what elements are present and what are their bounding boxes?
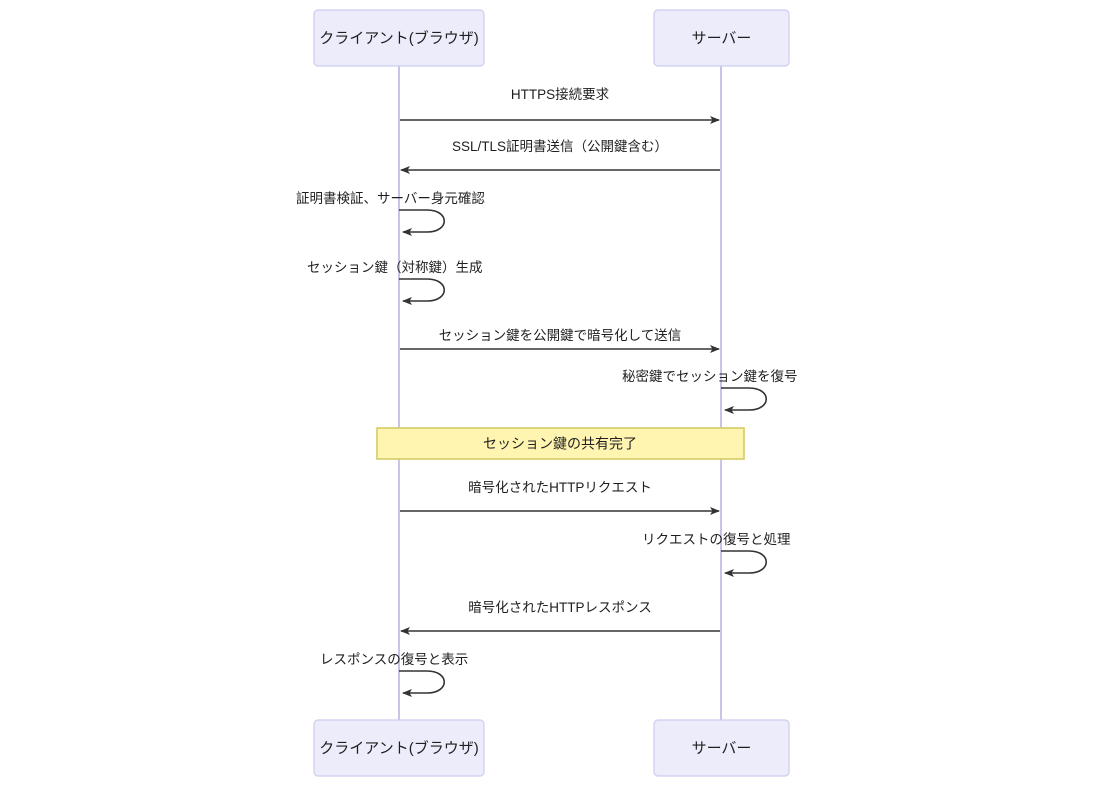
actor-box-server-bottom[interactable]: サーバー (653, 719, 790, 777)
messages-group: HTTPS接続要求 SSL/TLS証明書送信（公開鍵含む） 証明書検証、サーバー身元… (296, 86, 798, 697)
message-self-loop-path (721, 550, 767, 577)
message-self-loop-path (399, 209, 445, 236)
actor-label-server: サーバー (692, 740, 752, 757)
lifelines-group (398, 66, 722, 720)
message-label: SSL/TLS証明書送信（公開鍵含む） (452, 139, 668, 154)
actor-box-client-bottom[interactable]: クライアント(ブラウザ) (313, 719, 485, 777)
actor-label-client: クライアント(ブラウザ) (319, 29, 478, 47)
actor-box-rect (653, 719, 790, 777)
message-5-arrow[interactable]: セッション鍵を公開鍵で暗号化して送信 (400, 328, 720, 353)
notes-group: セッション鍵の共有完了 (376, 427, 745, 460)
note-label: セッション鍵の共有完了 (483, 436, 637, 452)
message-3-self-loop[interactable]: 証明書検証、サーバー身元確認 (296, 191, 485, 236)
message-10-self-loop[interactable]: レスポンスの復号と表示 (320, 651, 468, 697)
note-rect (376, 427, 745, 460)
actor-box-rect (313, 719, 485, 777)
message-2-arrow[interactable]: SSL/TLS証明書送信（公開鍵含む） (400, 139, 720, 174)
actor-box-rect (653, 9, 790, 67)
message-label: 暗号化されたHTTPレスポンス (468, 600, 651, 615)
message-label: レスポンスの復号と表示 (320, 651, 468, 667)
message-7-arrow[interactable]: 暗号化されたHTTPリクエスト (400, 480, 720, 515)
message-self-loop-path (399, 278, 445, 305)
message-6-self-loop[interactable]: 秘密鍵でセッション鍵を復号 (622, 368, 798, 414)
message-label: セッション鍵を公開鍵で暗号化して送信 (439, 328, 682, 343)
message-self-loop-path (721, 387, 767, 414)
message-4-self-loop[interactable]: セッション鍵（対称鍵）生成 (307, 260, 483, 305)
message-9-arrow[interactable]: 暗号化されたHTTPレスポンス (400, 600, 720, 635)
actor-box-server-top[interactable]: サーバー (653, 9, 790, 67)
actor-label-server: サーバー (692, 30, 752, 47)
actor-box-client-top[interactable]: クライアント(ブラウザ) (313, 9, 485, 67)
message-label: 暗号化されたHTTPリクエスト (468, 480, 652, 495)
message-label: HTTPS接続要求 (511, 86, 610, 102)
message-label: リクエストの復号と処理 (642, 531, 791, 547)
actor-label-client: クライアント(ブラウザ) (319, 739, 478, 757)
actor-box-rect (313, 9, 485, 67)
message-self-loop-path (399, 670, 445, 697)
message-label: セッション鍵（対称鍵）生成 (307, 260, 483, 275)
message-label: 証明書検証、サーバー身元確認 (296, 191, 485, 206)
message-1-arrow[interactable]: HTTPS接続要求 (400, 86, 720, 124)
note-session-key-shared[interactable]: セッション鍵の共有完了 (376, 427, 745, 460)
message-8-self-loop[interactable]: リクエストの復号と処理 (642, 531, 791, 577)
message-label: 秘密鍵でセッション鍵を復号 (622, 368, 798, 384)
